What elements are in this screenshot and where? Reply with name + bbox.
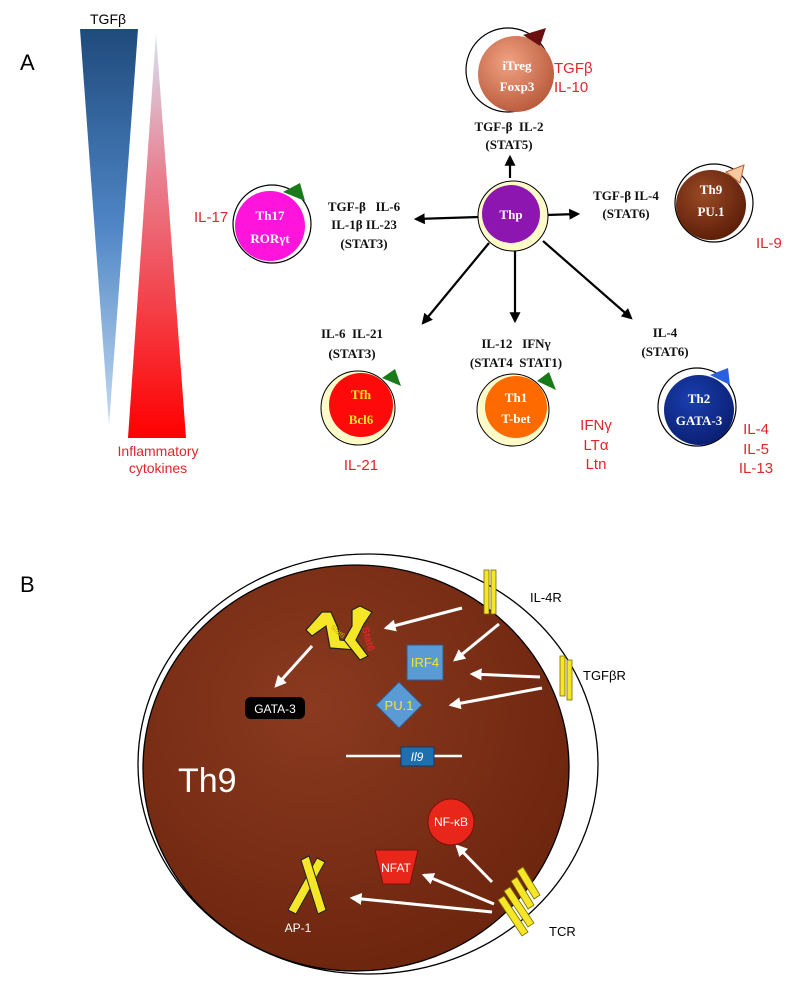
- nfat-factor: NFAT: [374, 849, 419, 885]
- tfh-signal-1: IL-6 IL-21: [321, 326, 383, 341]
- th2-receptor-icon: [710, 368, 730, 385]
- th1-product-2: LTα: [583, 437, 608, 454]
- tgfb-gradient-triangle: [80, 29, 138, 425]
- panel-b-label: B: [20, 572, 35, 597]
- tgfbr-label: TGFβR: [583, 668, 626, 683]
- th17-signal-2: IL-1β IL-23: [331, 217, 397, 232]
- itreg-factor: Foxp3: [500, 79, 535, 94]
- arrow-tcr-to-ap1: [349, 892, 493, 914]
- th9-signal-2: (STAT6): [602, 206, 649, 221]
- itreg-signal-1: TGF-β IL-2: [475, 119, 544, 134]
- tcr-label: TCR: [549, 924, 576, 939]
- th1-cell: Th1 T-bet: [476, 372, 556, 447]
- th2-product-2: IL-5: [743, 441, 769, 458]
- panel-a-label: A: [20, 50, 35, 75]
- itreg-receptor-icon: [523, 28, 546, 46]
- th9-small-factor: PU.1: [697, 204, 724, 219]
- th17-signal-3: (STAT3): [340, 236, 387, 251]
- th9-cell-title: Th9: [178, 762, 237, 800]
- irf4-factor: IRF4: [406, 644, 444, 681]
- gata3-label: GATA-3: [254, 702, 296, 716]
- signaling-arrows: [274, 606, 543, 914]
- arrow-to-tfh: [421, 242, 490, 325]
- th9-small-cell: Th9 PU.1: [674, 163, 754, 243]
- th2-product-3: IL-13: [739, 460, 773, 477]
- il4r-receptor-icon: [483, 569, 497, 615]
- th9-cell-body: [142, 564, 570, 972]
- stat6-dimer: Stat6 Stat6: [305, 605, 376, 661]
- differentiation-arrows: [413, 154, 633, 325]
- itreg-signal-2: (STAT5): [485, 137, 532, 152]
- tfh-signal-2: (STAT3): [328, 346, 375, 361]
- th17-factor: RORγt: [250, 231, 290, 246]
- tfh-product-1: IL-21: [344, 457, 378, 474]
- itreg-cell: iTreg Foxp3: [465, 27, 554, 113]
- arrow-il4r-to-stat6: [383, 606, 463, 632]
- irf4-label: IRF4: [411, 655, 439, 670]
- inflammatory-gradient-triangle: [128, 33, 186, 438]
- th2-name: Th2: [688, 391, 710, 406]
- thp-cell: Thp: [477, 180, 549, 252]
- th1-receptor-icon: [537, 372, 556, 390]
- arrow-il4r-to-irf4: [453, 622, 500, 662]
- cytokines-label: cytokines: [129, 460, 187, 476]
- ap1-factor: AP-1: [285, 855, 327, 935]
- th17-receptor-icon: [283, 183, 305, 201]
- th2-signal-2: (STAT6): [641, 344, 688, 359]
- arrow-to-th17: [413, 213, 480, 225]
- th2-cell: Th2 GATA-3: [657, 367, 737, 447]
- tfh-cell: Tfh Bcl6: [320, 369, 401, 446]
- th17-product-1: IL-17: [194, 209, 228, 226]
- tgfb-gradient-label: TGFβ: [90, 11, 126, 27]
- inflammatory-label: Inflammatory: [118, 443, 199, 459]
- pu1-factor: PU.1: [375, 681, 423, 729]
- itreg-product-1: TGFβ: [554, 60, 593, 77]
- il4r-label: IL-4R: [530, 590, 562, 605]
- itreg-product-2: IL-10: [554, 79, 588, 96]
- th1-product-3: Ltn: [586, 456, 607, 473]
- arrow-tcr-to-nfat: [421, 873, 495, 906]
- th1-signal-2: (STAT4 STAT1): [470, 355, 562, 370]
- th17-cell: Th17 RORγt: [232, 183, 312, 264]
- nfat-label: NFAT: [381, 861, 411, 875]
- il9-gene: Il9: [346, 746, 462, 767]
- arrow-stat6-to-gata3: [274, 644, 314, 688]
- th17-name: Th17: [256, 208, 285, 223]
- tfh-name: Tfh: [351, 387, 372, 402]
- arrow-to-th2: [542, 240, 633, 320]
- nfkb-label: NF-κB: [434, 815, 468, 829]
- th1-product-1: IFNγ: [580, 417, 612, 434]
- th9-product-1: IL-9: [756, 235, 782, 252]
- arrow-tgfbr-to-irf4: [469, 668, 541, 681]
- th2-product-1: IL-4: [743, 421, 769, 438]
- il9-label: Il9: [411, 750, 424, 764]
- th9-small-name: Th9: [700, 182, 723, 197]
- th1-signal-1: IL-12 IFNγ: [481, 336, 550, 351]
- arrow-tgfbr-to-pu1: [448, 686, 543, 710]
- tfh-factor: Bcl6: [349, 412, 374, 427]
- arrow-to-th9: [545, 208, 581, 220]
- tgfbr-receptor-icon: [559, 655, 573, 701]
- th9-receptor-icon: [725, 164, 745, 184]
- arrow-tcr-to-nfkb: [455, 844, 494, 884]
- th2-signal-1: IL-4: [653, 325, 678, 340]
- thp-label: Thp: [499, 207, 522, 222]
- th17-signal-1: TGF-β IL-6: [328, 199, 401, 214]
- pu1-label: PU.1: [385, 698, 414, 713]
- ap1-label: AP-1: [285, 921, 312, 935]
- th2-factor: GATA-3: [676, 413, 723, 428]
- nfkb-factor: NF-κB: [427, 798, 475, 846]
- th1-factor: T-bet: [501, 411, 531, 426]
- tfh-receptor-icon: [382, 369, 401, 386]
- th1-name: Th1: [505, 390, 527, 405]
- itreg-name: iTreg: [502, 58, 532, 73]
- tcr-receptor-icon: [497, 866, 541, 937]
- th9-signal-1: TGF-β IL-4: [593, 188, 659, 203]
- gata3-factor: GATA-3: [245, 697, 305, 719]
